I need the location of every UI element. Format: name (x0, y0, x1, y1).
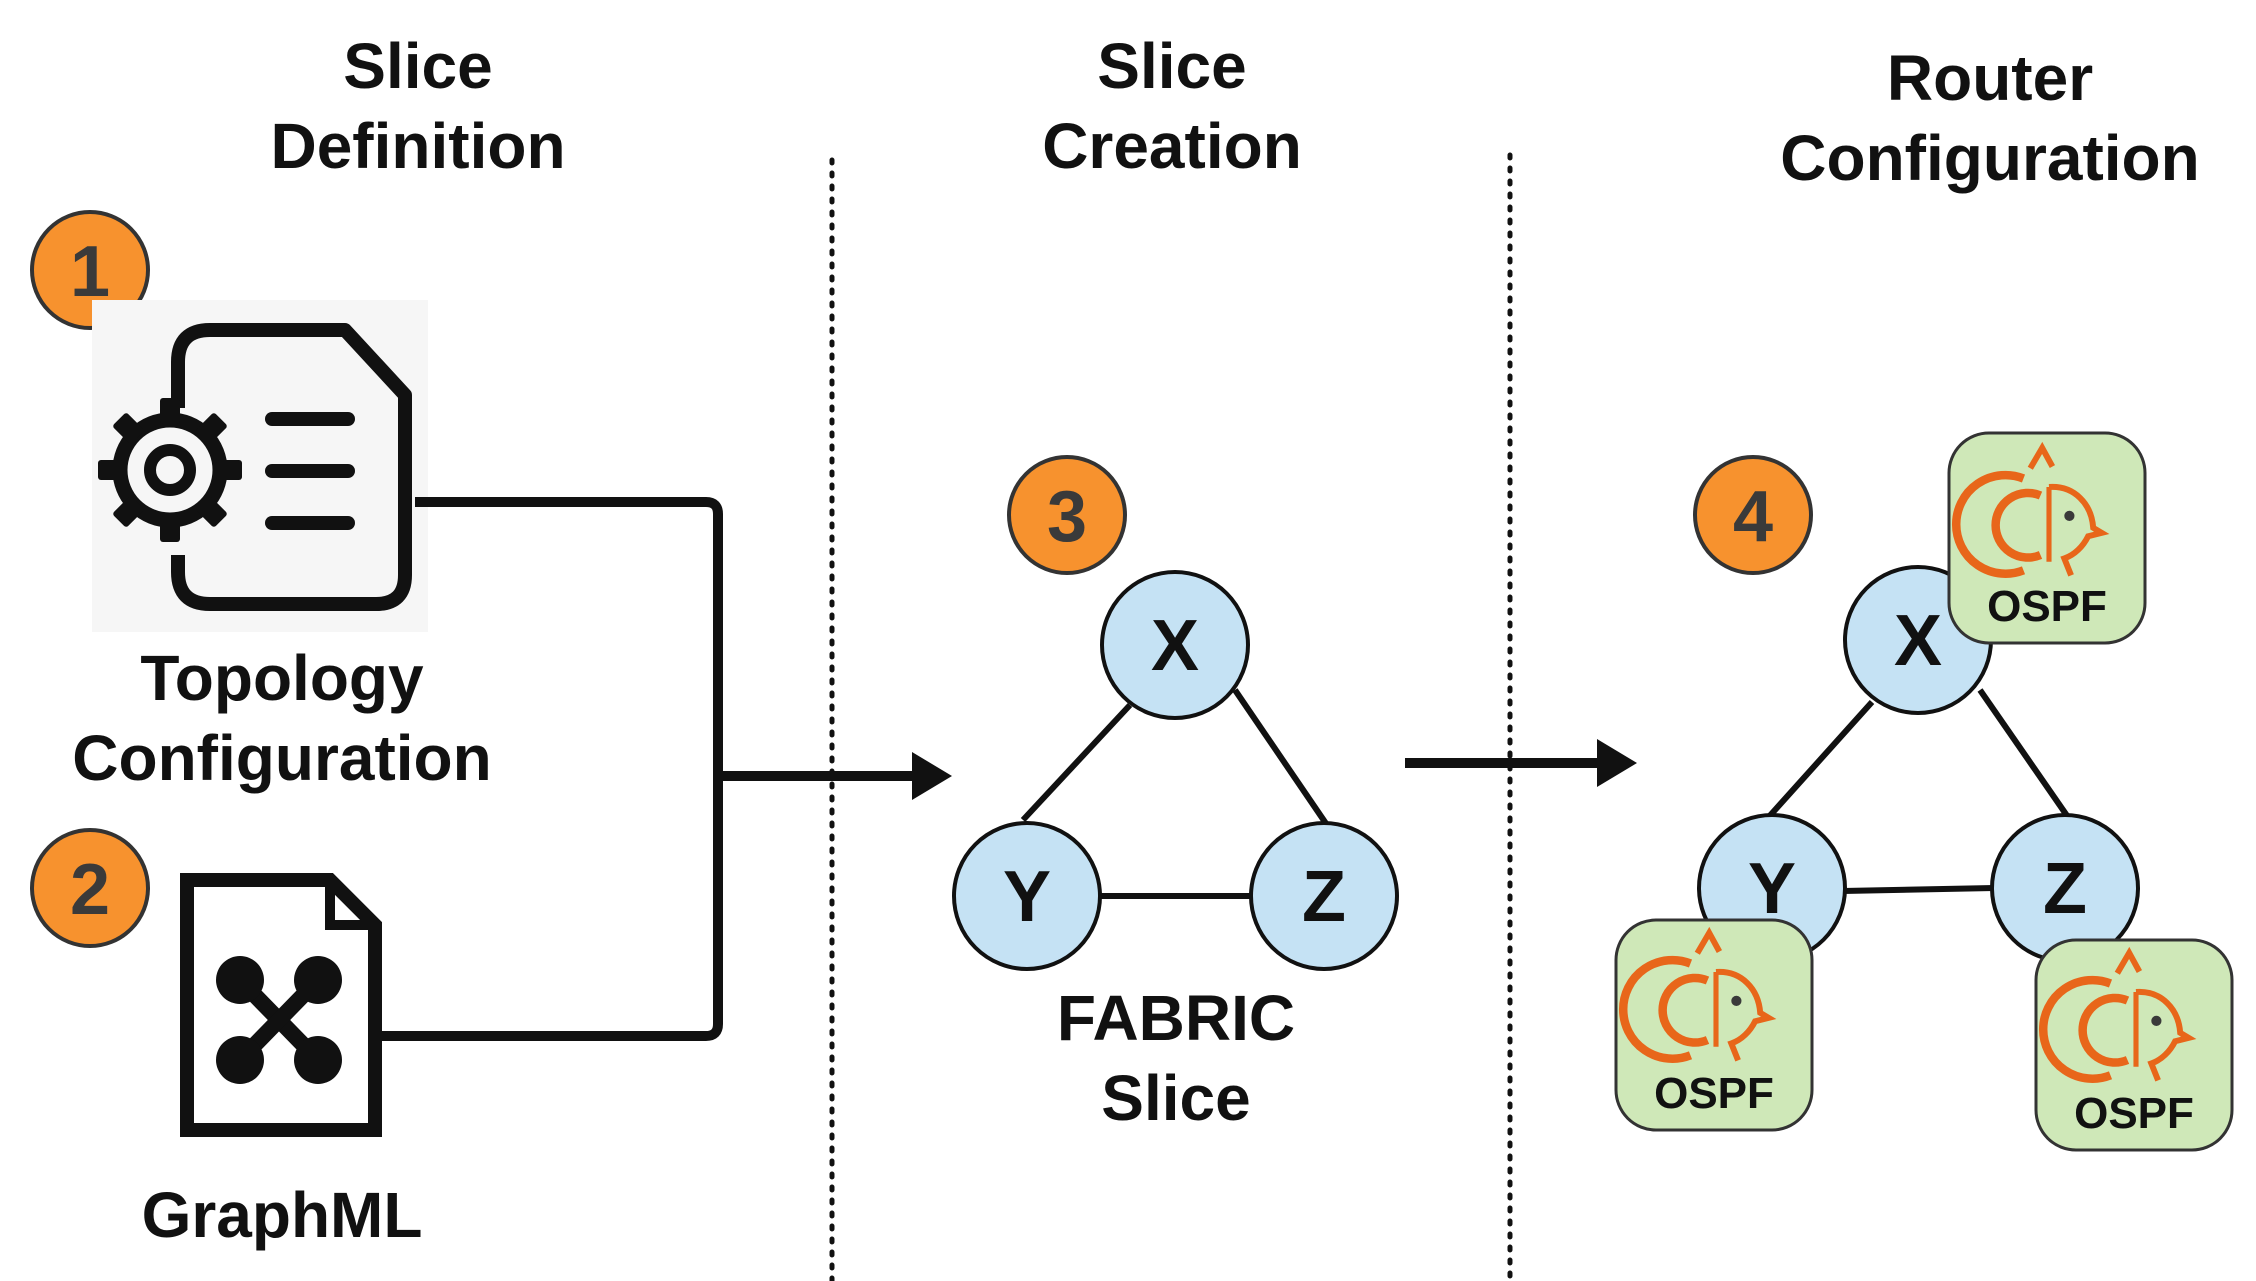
ospf-label-y: OSPF (1654, 1069, 1774, 1118)
ospf-badge-z: OSPF (2034, 938, 2234, 1152)
svg-text:X: X (1151, 606, 1199, 686)
ospf-badge-x: OSPF (1947, 431, 2147, 645)
step-badge-2: 2 (30, 828, 150, 948)
slice-node-x: X (1100, 570, 1250, 720)
fabric-slice-caption-line1: FABRIC (1057, 982, 1295, 1054)
fabric-slice-caption-line2: Slice (1101, 1062, 1250, 1134)
slice-node-z: Z (1249, 821, 1399, 971)
svg-text:4: 4 (1733, 477, 1773, 557)
graphml-label: GraphML (142, 1179, 423, 1251)
svg-text:X: X (1894, 601, 1942, 681)
topology-label-line1: Topology (140, 642, 424, 714)
svg-text:Y: Y (1003, 857, 1051, 937)
arrow-to-slice-creation (912, 752, 952, 800)
router-graph: X Y Z OSPF OSPF OSPF (1614, 431, 2234, 1152)
column-heading-creation-line1: Slice (1097, 30, 1246, 102)
column-heading-definition-line1: Slice (343, 30, 492, 102)
ospf-label-z: OSPF (2074, 1089, 2194, 1138)
ospf-badge-y: OSPF (1614, 918, 1814, 1132)
svg-text:Y: Y (1748, 849, 1796, 929)
column-heading-definition-line2: Definition (270, 110, 565, 182)
arrow-to-router-configuration (1405, 739, 1637, 787)
slice-node-y: Y (952, 821, 1102, 971)
fabric-slice-graph: X Y Z (952, 570, 1399, 971)
step-badge-1: 1 (30, 210, 150, 330)
graph-file-icon (180, 873, 382, 1137)
svg-text:3: 3 (1047, 477, 1087, 557)
svg-text:1: 1 (70, 232, 110, 312)
column-heading-configuration-line2: Configuration (1780, 122, 2199, 194)
svg-text:Z: Z (2043, 849, 2087, 929)
merge-connector (378, 497, 918, 1041)
svg-text:2: 2 (70, 850, 110, 930)
step-badge-4: 4 (1693, 455, 1813, 575)
topology-label-line2: Configuration (72, 722, 491, 794)
step-badge-3: 3 (1007, 455, 1127, 575)
svg-text:Z: Z (1302, 857, 1346, 937)
settings-document-icon (92, 300, 428, 632)
column-heading-creation-line2: Creation (1042, 110, 1302, 182)
column-heading-configuration-line1: Router (1887, 42, 2093, 114)
ospf-label-x: OSPF (1987, 582, 2107, 631)
